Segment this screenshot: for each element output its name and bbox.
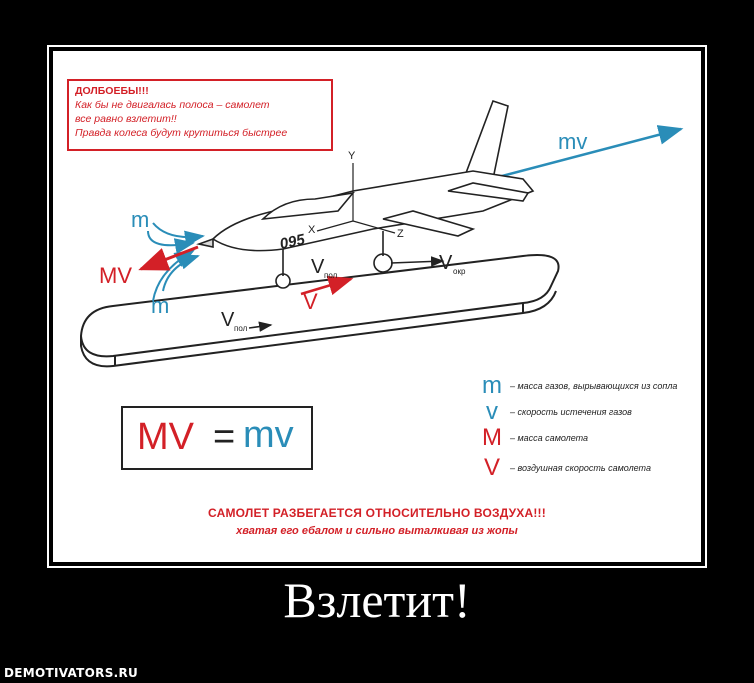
formula-left: MV [137,416,194,458]
axis-y: Y [348,150,356,162]
bottom-line-2: хватая его ебалом и сильно выталкивая из… [236,525,518,537]
bottom-statement: САМОЛЕТ РАЗБЕГАЕТСЯ ОТНОСИТЕЛЬНО ВОЗДУХА… [153,506,601,537]
MV-label: MV [99,263,132,288]
plane-number: 095 [278,231,307,253]
axis-x: X [308,224,316,236]
caption: Взлетит! [283,572,471,628]
bottom-line-1: САМОЛЕТ РАЗБЕГАЕТСЯ ОТНОСИТЕЛЬНО ВОЗДУХА… [208,506,546,520]
formula-equals: = [213,416,236,458]
legend-symbol: M [482,424,502,451]
legend-text: – масса газов, вырывающихся из сопла [510,381,678,391]
legend-symbol: v [486,398,498,425]
poster: ДОЛБОЕБЫ!!! Как бы не двигалась полоса –… [53,51,701,562]
legend-text: – масса самолета [510,433,589,443]
conveyor-belt [79,254,560,368]
legend-item-M: M – масса самолета [478,425,588,451]
V-pol-belt-arrow [248,321,273,332]
V-arrow [300,275,354,296]
legend-item-v: v – скорость истечения газов [478,399,632,425]
legend-item-V: V – воздушная скорость самолета [478,455,651,481]
legend-symbol: V [483,454,500,481]
watermark: DEMOTIVATORS.RU [4,666,139,680]
mv-arrow [482,125,684,183]
V-red-label: V [303,289,318,314]
V-okr-sub: окр [453,267,466,276]
airplane [196,99,535,289]
warning-box: ДОЛБОЕБЫ!!! Как бы не двигалась полоса –… [67,79,333,151]
formula-box: MV = mv [121,406,313,470]
axis-z: Z [397,228,404,240]
legend-text: – скорость истечения газов [510,407,632,417]
axes [316,163,396,234]
air-inflow-arrows [147,222,205,302]
warning-title: ДОЛБОЕБЫ!!! [75,85,149,97]
formula-right: mv [243,414,294,456]
legend-item-m: m – масса газов, вырывающихся из сопла [478,373,677,399]
legend-symbol: m [482,372,502,399]
MV-arrow [138,245,199,271]
V-pol-plane-sub: пол [324,271,338,280]
m-top-label: m [131,207,149,232]
warning-line-3: Правда колеса будут крутиться быстрее [75,127,288,139]
V-okr: V [439,252,453,274]
airplane-diagram: mv 095 Y X Z [79,99,684,368]
V-okr-arrow [390,256,445,267]
m-bottom-label: m [151,293,169,318]
V-pol-plane: V [311,256,325,278]
warning-line-2: все равно взлетит!! [75,113,177,125]
V-pol-belt: V [221,309,235,331]
V-pol-belt-sub: пол [234,324,248,333]
legend-text: – воздушная скорость самолета [510,463,651,473]
warning-line-1: Как бы не двигалась полоса – самолет [75,99,270,111]
mv-label: mv [558,129,587,154]
